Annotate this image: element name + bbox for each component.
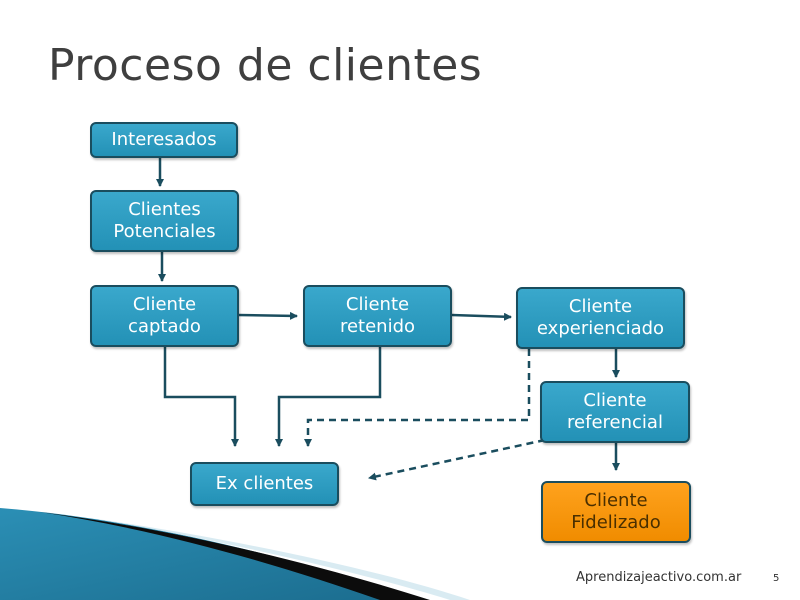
node-interesados: Interesados (90, 122, 238, 158)
node-clientes-potenciales: Clientes Potenciales (90, 190, 239, 252)
node-captado-line1: Cliente (132, 293, 197, 315)
arrow-captado-ex (163, 346, 239, 447)
dashed-arrow-referencial-ex (368, 438, 546, 481)
page-number: 5 (773, 573, 780, 584)
slide-title: Proceso de clientes (48, 40, 483, 91)
node-fidelizado-line2: Fidelizado (571, 512, 661, 533)
node-experienciado-line1: Cliente (568, 295, 633, 317)
node-ex-clientes-label: Ex clientes (215, 472, 314, 494)
node-cliente-retenido: Cliente retenido (303, 285, 452, 347)
arrow-retenido-experienciado (451, 312, 512, 321)
node-cliente-captado: Cliente captado (90, 285, 239, 347)
node-fidelizado-line1: Cliente (584, 489, 648, 511)
node-referencial-line1: Cliente (583, 389, 647, 411)
node-experienciado-line2: experienciado (536, 318, 665, 339)
node-cliente-referencial: Cliente referencial (540, 381, 690, 443)
footer-website: Aprendizajeactivo.com.ar (576, 570, 742, 585)
node-retenido-line1: Cliente (345, 293, 410, 315)
arrow-retenido-ex (275, 346, 382, 447)
node-ex-clientes: Ex clientes (190, 462, 339, 506)
node-potenciales-line2: Potenciales (113, 221, 216, 242)
arrow-captado-retenido (237, 311, 298, 320)
node-interesados-label: Interesados (111, 128, 217, 150)
node-retenido-line2: retenido (339, 316, 416, 337)
node-cliente-experienciado: Cliente experienciado (516, 287, 685, 349)
node-cliente-fidelizado: Cliente Fidelizado (541, 481, 691, 543)
node-potenciales-line1: Clientes (128, 198, 201, 220)
node-referencial-line2: referencial (567, 412, 663, 433)
node-captado-line2: captado (128, 316, 201, 337)
dashed-arrow-experienciado-ex (304, 349, 531, 447)
